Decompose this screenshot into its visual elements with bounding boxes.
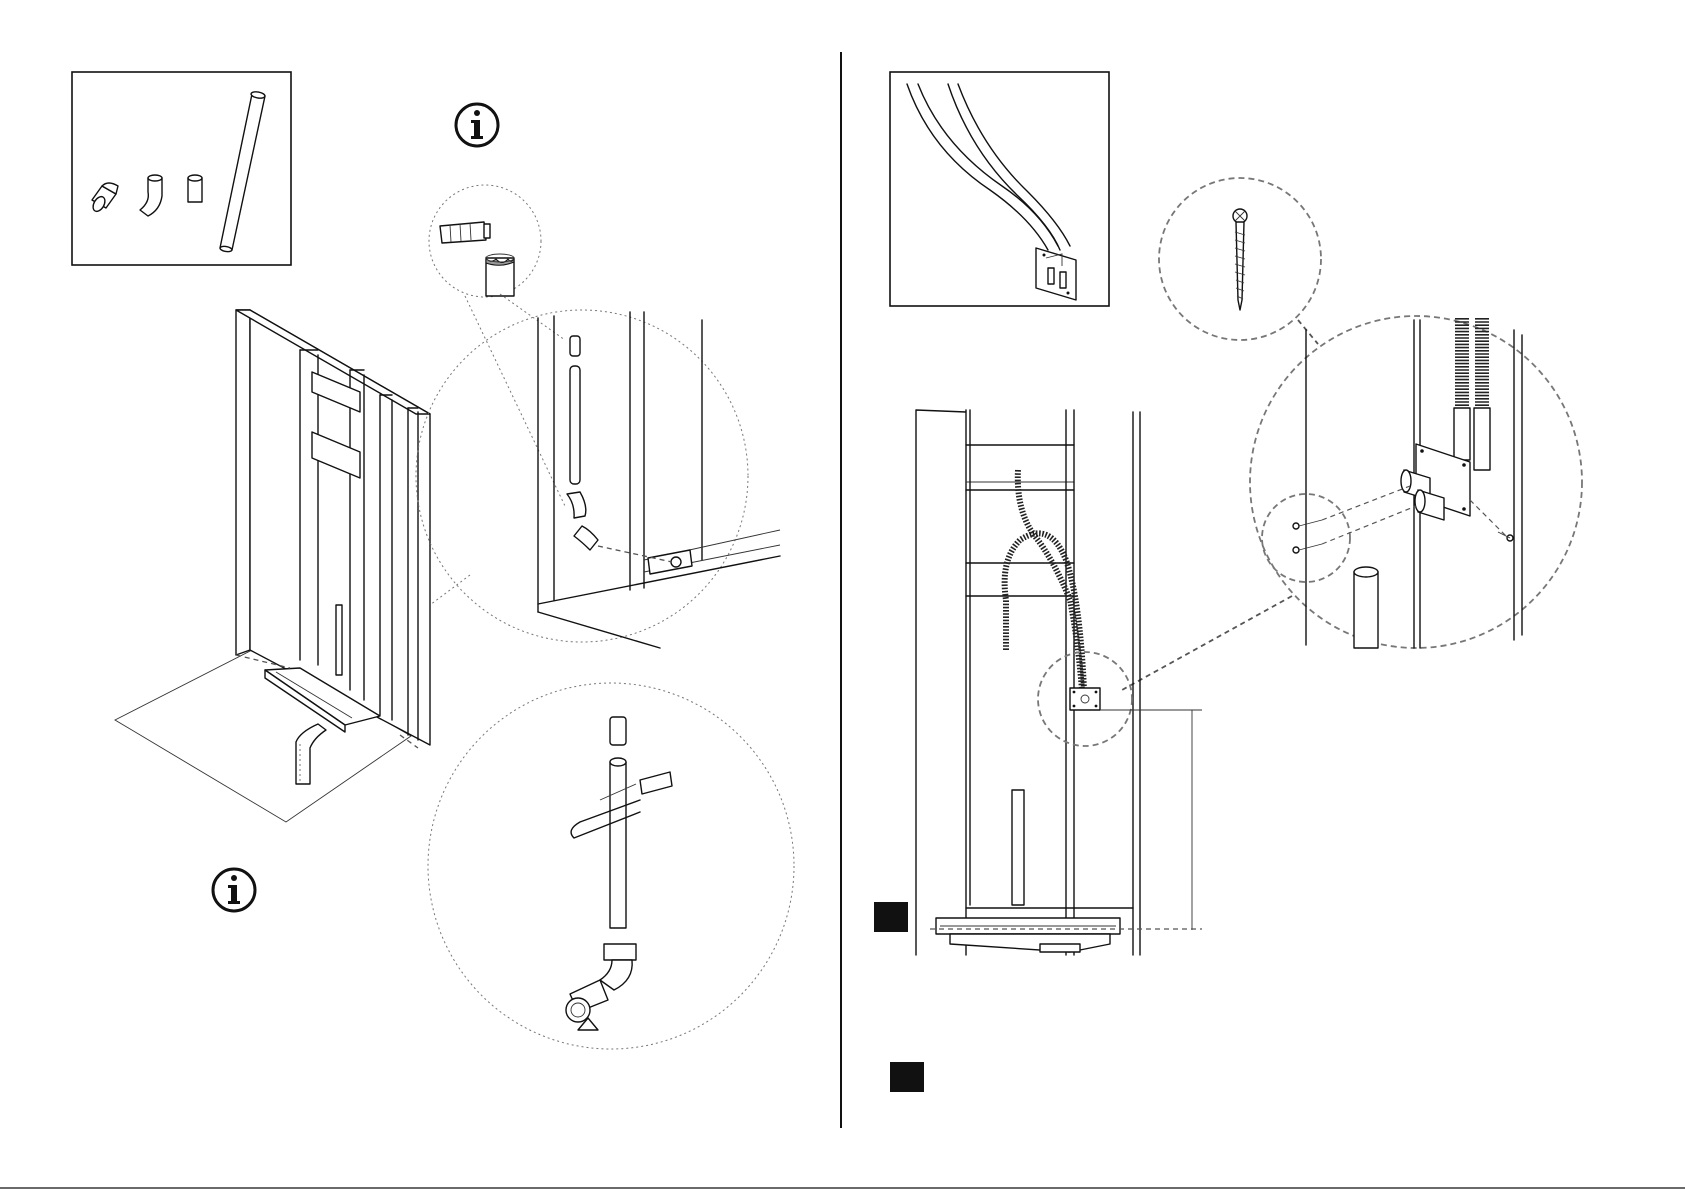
info-icon (213, 869, 255, 911)
wall-elevation (916, 410, 1202, 955)
screw-detail-circle (1159, 178, 1321, 340)
screw-small (1293, 520, 1513, 553)
elbow-short-fitting (140, 175, 162, 216)
elbow-45-fitting (91, 183, 118, 213)
straight-coupling (188, 175, 202, 202)
wall-plate-detail-circle (1250, 316, 1582, 648)
wall-plate (1036, 248, 1076, 300)
parts-box (72, 72, 291, 265)
flexible-hoses (907, 84, 1070, 250)
black-square-marker (890, 1062, 924, 1092)
info-icon (456, 104, 498, 146)
black-square-marker (874, 902, 908, 932)
wall-assembly (115, 310, 430, 822)
hose-box (890, 72, 1109, 306)
glue-detail-circle (429, 185, 541, 297)
long-pipe (220, 91, 266, 253)
drain-assembly-detail-circle (428, 683, 794, 1049)
pipe-connection-detail-circle (416, 310, 780, 648)
